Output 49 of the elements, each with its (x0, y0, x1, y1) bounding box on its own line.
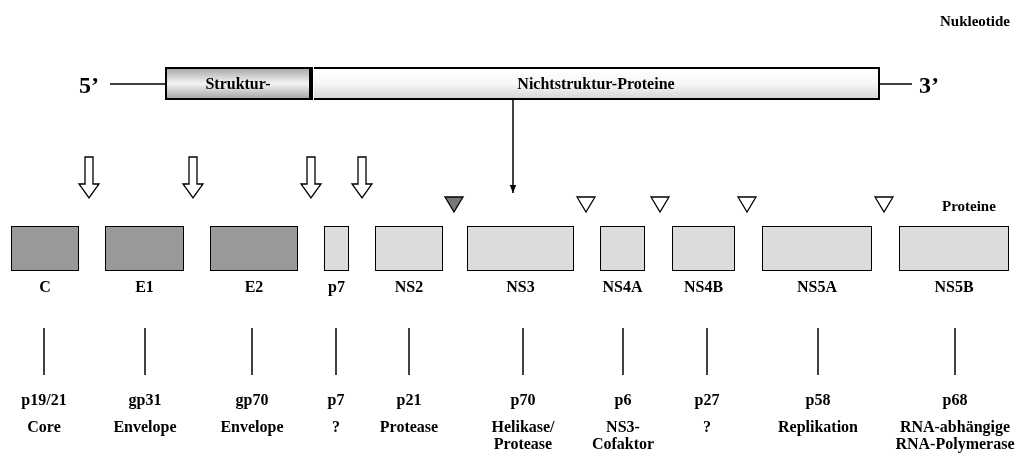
protein-name: p7 (328, 278, 345, 296)
connector-line (144, 327, 146, 376)
protein-mass-label: gp31 (127, 390, 163, 410)
protein-function-label: ? (702, 418, 712, 435)
connector-line (335, 327, 337, 376)
protein-name: NS2 (394, 278, 424, 296)
genome-segment-bar: Struktur- (165, 67, 313, 100)
connector-line (879, 83, 913, 85)
protein-mass-label: gp70 (234, 390, 270, 410)
protein-name: NS5B (934, 278, 974, 296)
strand-end-label: 5’ (72, 72, 106, 98)
connector-line (43, 327, 45, 376)
protein-name: C (39, 278, 51, 296)
connector-line (408, 327, 410, 376)
protein-function-label: ? (331, 418, 341, 435)
protein-mass-label: p6 (613, 390, 633, 410)
connector-line (251, 327, 253, 376)
protein-name: E2 (244, 278, 264, 296)
protein-function-label: Envelope (112, 418, 178, 435)
connector-line (522, 327, 524, 376)
protein-mass-label: p21 (395, 390, 423, 410)
protein-function-label: Helikase/ Protease (490, 418, 556, 452)
connector-line (109, 83, 166, 85)
section-label: Nukleotide (940, 12, 1010, 30)
connector-line (954, 327, 956, 376)
arrow (509, 99, 517, 194)
protein-mass-label: p68 (941, 390, 969, 410)
protein-mass-label: p70 (509, 390, 537, 410)
protein-function-label: Replikation (777, 418, 859, 435)
protein-name: NS5A (797, 278, 837, 296)
genome-segment-bar: Nichtstruktur-Proteine (314, 67, 880, 100)
protein-name: NS4A (602, 278, 643, 296)
protein-mass-label: p27 (693, 390, 721, 410)
protein-function-label: RNA-abhängige RNA-Polymerase (894, 418, 1016, 452)
protein-function-label: Core (26, 418, 62, 435)
protein-function-label: NS3- Cofaktor (590, 418, 656, 452)
protein-name: NS4B (683, 278, 724, 296)
strand-end-label: 3’ (912, 72, 946, 98)
connector-line (622, 327, 624, 376)
protein-name: NS3 (506, 278, 535, 296)
connector-line (706, 327, 708, 376)
connector-line (817, 327, 819, 376)
protein-mass-label: p7 (326, 390, 346, 410)
protein-function-label: Envelope (219, 418, 285, 435)
protein-mass-label: p58 (804, 390, 832, 410)
section-label: Proteine (942, 197, 996, 215)
protein-name: E1 (135, 278, 154, 296)
protein-mass-label: p19/21 (20, 390, 68, 410)
protein-function-label: Protease (378, 418, 440, 435)
